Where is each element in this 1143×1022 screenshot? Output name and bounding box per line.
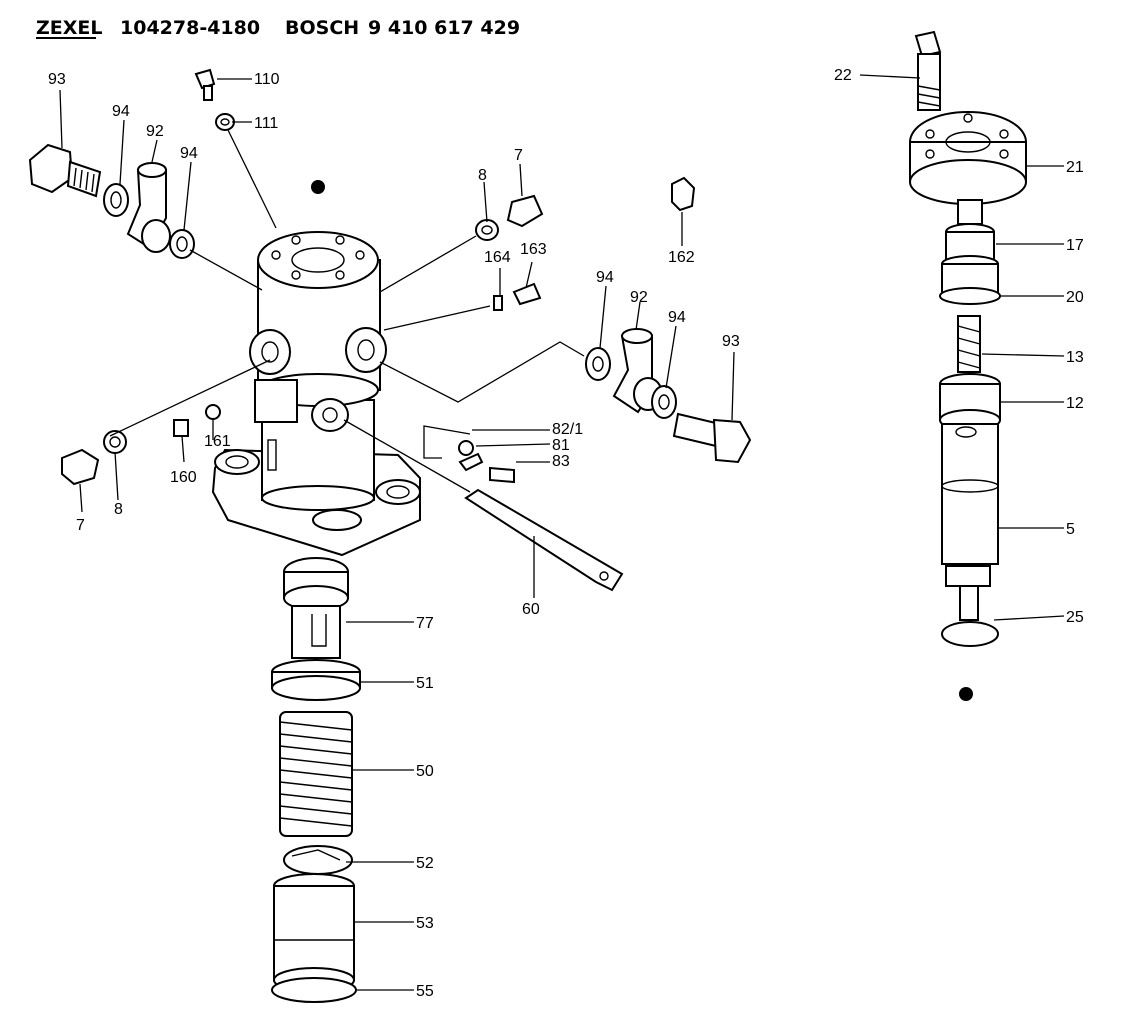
label-77: 77 <box>416 615 434 632</box>
part-labels: 93 94 92 94 110 111 8 7 164 163 162 94 9… <box>48 67 1084 1000</box>
label-22: 22 <box>834 67 852 84</box>
label-7-bottom: 7 <box>76 517 85 534</box>
bosch-brand: BOSCH <box>285 17 359 39</box>
label-93-right: 93 <box>722 333 740 350</box>
label-20: 20 <box>1066 289 1084 306</box>
label-12: 12 <box>1066 395 1084 412</box>
label-17: 17 <box>1066 237 1084 254</box>
label-8-bottom: 8 <box>114 501 123 518</box>
label-55: 55 <box>416 983 434 1000</box>
control-rod-60 <box>464 488 624 592</box>
header: ZEXEL 104278-4180 BOSCH 9 410 617 429 <box>36 17 520 39</box>
label-50: 50 <box>416 763 434 780</box>
label-51: 51 <box>416 675 434 692</box>
label-82-1: 82/1 <box>552 421 583 438</box>
label-92-right: 92 <box>630 289 648 306</box>
label-162: 162 <box>668 249 695 266</box>
bosch-part-number: 9 410 617 429 <box>368 17 520 39</box>
label-60: 60 <box>522 601 540 618</box>
label-93-left: 93 <box>48 71 66 88</box>
label-53: 53 <box>416 915 434 932</box>
pump-housing <box>211 180 421 557</box>
label-94-right-b: 94 <box>668 309 686 326</box>
label-83: 83 <box>552 453 570 470</box>
zexel-brand: ZEXEL <box>36 17 103 39</box>
label-7-top: 7 <box>514 147 523 164</box>
label-160: 160 <box>170 469 197 486</box>
label-81: 81 <box>552 437 570 454</box>
label-13: 13 <box>1066 349 1084 366</box>
label-163: 163 <box>520 241 547 258</box>
delivery-valve-column <box>909 30 1027 701</box>
label-5: 5 <box>1066 521 1075 538</box>
label-164: 164 <box>484 249 511 266</box>
right-fittings <box>458 176 752 484</box>
label-52: 52 <box>416 855 434 872</box>
label-92-left: 92 <box>146 123 164 140</box>
label-94-right-a: 94 <box>596 269 614 286</box>
label-94-left-a: 94 <box>112 103 130 120</box>
label-21: 21 <box>1066 159 1084 176</box>
label-8-top: 8 <box>478 167 487 184</box>
zexel-part-number: 104278-4180 <box>120 17 260 39</box>
label-111: 111 <box>254 115 278 132</box>
leader-lines <box>59 74 1065 991</box>
plunger-spring-stack <box>271 557 361 1003</box>
left-fittings <box>28 68 235 486</box>
label-25: 25 <box>1066 609 1084 626</box>
label-161: 161 <box>204 433 231 450</box>
label-110: 110 <box>254 71 280 88</box>
label-94-left-b: 94 <box>180 145 198 162</box>
